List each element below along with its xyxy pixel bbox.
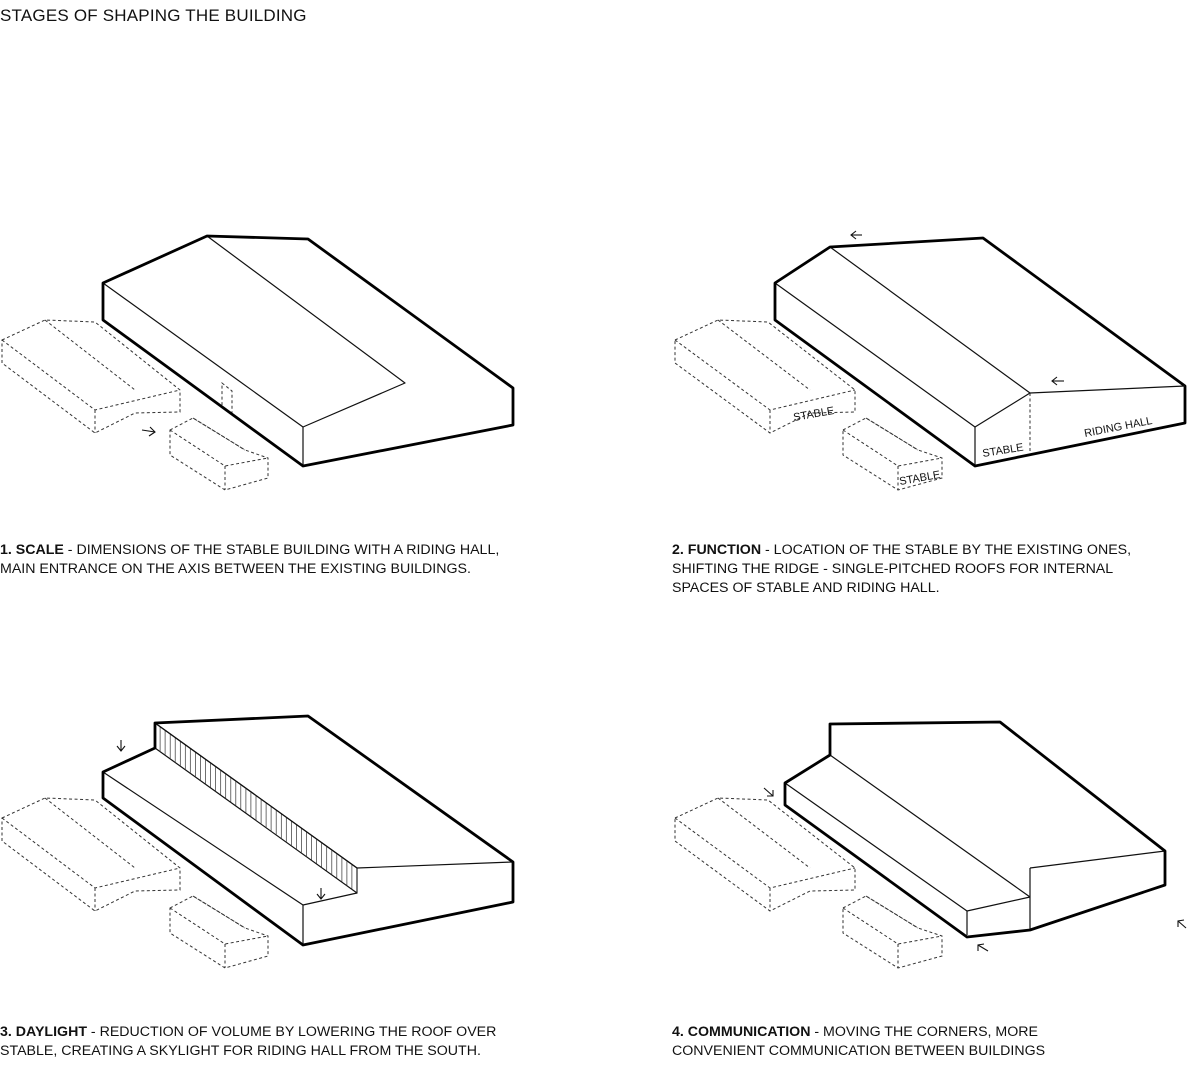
stage-1-drawing [1, 234, 515, 491]
caption-stage-4-text: - MOVING THE CORNERS, MORE [810, 1024, 1038, 1040]
caption-stage-2-text: - LOCATION OF THE STABLE BY THE EXISTING… [761, 542, 1132, 558]
caption-stage-2-heading: 2. FUNCTION [672, 542, 762, 558]
caption-stage-4: 4. COMMUNICATION - MOVING THE CORNERS, M… [672, 1023, 1192, 1061]
label-stable-existing-1: STABLE [792, 405, 835, 424]
stage-2-drawing: STABLE STABLE STABLE RIDING HALL [674, 230, 1187, 491]
caption-stage-2: 2. FUNCTION - LOCATION OF THE STABLE BY … [672, 541, 1172, 598]
main-volume-2 [773, 236, 1187, 468]
roof-lowering-arrow-2 [316, 888, 326, 900]
caption-stage-2-text3: SPACES OF STABLE AND RIDING HALL. [672, 580, 940, 596]
caption-stage-3: 3. DAYLIGHT - REDUCTION OF VOLUME BY LOW… [0, 1023, 560, 1061]
caption-stage-4-text2: CONVENIENT COMMUNICATION BETWEEN BUILDIN… [672, 1043, 1046, 1059]
ridge-shift-arrow [850, 230, 862, 240]
corner-arrow-1 [763, 787, 774, 797]
corner-arrow-2 [977, 943, 989, 952]
label-stable-existing-2: STABLE [898, 469, 941, 488]
roof-lowering-arrow-1 [116, 740, 126, 752]
existing-building-large [1, 319, 181, 434]
caption-stage-1: 1. SCALE - DIMENSIONS OF THE STABLE BUIL… [0, 541, 560, 579]
ridge-shift-arrow-lower [1051, 376, 1064, 386]
caption-stage-3-heading: 3. DAYLIGHT [0, 1024, 87, 1040]
corner-arrow-3 [1177, 919, 1187, 929]
caption-stage-1-text2: MAIN ENTRANCE ON THE AXIS BETWEEN THE EX… [0, 561, 471, 577]
page-title: STAGES OF SHAPING THE BUILDING [0, 6, 307, 25]
existing-building-large-2 [674, 319, 856, 434]
caption-stage-3-text2: STABLE, CREATING A SKYLIGHT FOR RIDING H… [0, 1043, 481, 1059]
existing-building-large-3 [1, 797, 181, 912]
caption-stage-1-text: - DIMENSIONS OF THE STABLE BUILDING WITH… [63, 542, 500, 558]
existing-building-small-3 [169, 895, 269, 969]
caption-stage-1-heading: 1. SCALE [0, 542, 64, 558]
skylight-hatch [154, 722, 358, 894]
caption-stage-3-text: - REDUCTION OF VOLUME BY LOWERING THE RO… [86, 1024, 497, 1040]
caption-stage-4-heading: 4. COMMUNICATION [672, 1024, 811, 1040]
stage-3-drawing [1, 714, 515, 969]
existing-building-small-4 [842, 895, 943, 969]
existing-building-small [169, 417, 269, 491]
existing-building-large-4 [674, 797, 856, 912]
main-volume-4 [783, 720, 1167, 939]
caption-stage-2-text2: SHIFTING THE RIDGE - SINGLE-PITCHED ROOF… [672, 561, 1114, 577]
main-volume-1 [101, 234, 515, 468]
main-volume-3 [101, 714, 515, 947]
stage-4-drawing [674, 720, 1187, 969]
entrance-arrow [141, 426, 156, 437]
existing-building-small-2 [842, 417, 943, 491]
